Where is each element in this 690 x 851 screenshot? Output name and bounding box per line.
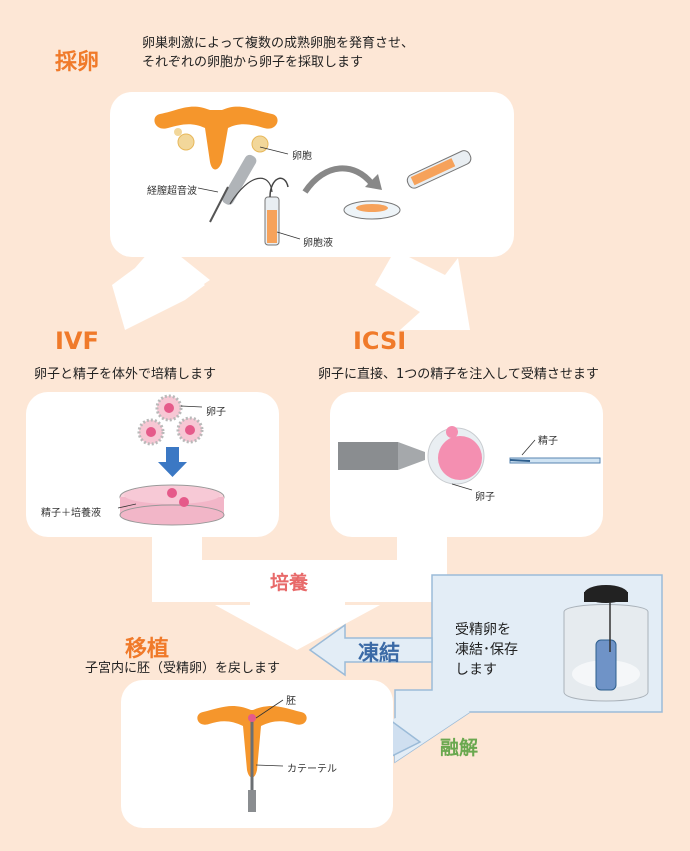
down-arrow-icon	[158, 447, 187, 477]
retrieval-desc-line2: それぞれの卵胞から卵子を採取します	[142, 55, 364, 70]
icsi-title: ICSI	[353, 327, 407, 355]
cryo-tank-icon	[563, 585, 649, 702]
holding-pipette-icon	[338, 442, 398, 470]
egg-icon	[155, 394, 183, 422]
freeze-arrow	[308, 623, 433, 677]
freeze-desc-line1: 受精卵を	[455, 622, 511, 638]
freeze-label: 凍結	[358, 641, 400, 665]
ivf-title: IVF	[55, 327, 99, 355]
arrow-to-icsi	[375, 250, 470, 330]
culture-label: 培養	[270, 572, 309, 594]
freeze-desc-line3: します	[455, 662, 497, 678]
retrieval-card: 卵胞 経膣超音波 卵胞液	[110, 92, 514, 257]
fluid-label: 卵胞液	[303, 238, 333, 249]
transfer-desc: 子宮内に胚（受精卵）を戻します	[85, 661, 281, 676]
ivf-desc: 卵子と精子を体外で培精します	[34, 367, 217, 382]
transfer-title: 移植	[125, 637, 170, 662]
arrow-to-ivf	[112, 245, 205, 330]
medium-label: 精子＋培養液	[41, 508, 101, 519]
retrieval-illustration	[154, 106, 472, 246]
thaw-label: 融解	[440, 737, 479, 759]
ivf-illustration	[117, 394, 225, 526]
freeze-desc: 受精卵を 凍結･保存 します	[455, 620, 518, 680]
ultrasound-label: 経膣超音波	[147, 186, 197, 197]
retrieval-desc: 卵巣刺激によって複数の成熟卵胞を発育させ、 それぞれの卵胞から卵子を採取します	[142, 34, 414, 72]
culture-arrow	[215, 590, 380, 650]
embryo-label: 胚	[286, 696, 296, 707]
retrieval-desc-line1: 卵巣刺激によって複数の成熟卵胞を発育させ、	[142, 36, 414, 51]
icsi-card: 精子 卵子	[330, 392, 603, 537]
embryo-icon	[248, 714, 256, 722]
sperm-label: 精子	[538, 436, 558, 447]
transfer-card: 胚 カテーテル	[121, 680, 393, 828]
icsi-desc: 卵子に直接、1つの精子を注入して受精させます	[318, 367, 599, 382]
freeze-desc-line2: 凍結･保存	[455, 642, 518, 658]
icsi-illustration	[338, 426, 601, 491]
ivf-egg-label: 卵子	[206, 407, 226, 418]
icsi-egg-label: 卵子	[475, 492, 495, 503]
uterus-icon	[154, 106, 278, 170]
catheter-label: カテーテル	[287, 764, 337, 775]
retrieval-title: 採卵	[55, 50, 100, 75]
egg-icon	[438, 436, 482, 480]
ivf-card: 卵子 精子＋培養液	[26, 392, 279, 537]
transfer-illustration	[197, 699, 307, 812]
follicle-label: 卵胞	[292, 151, 312, 162]
